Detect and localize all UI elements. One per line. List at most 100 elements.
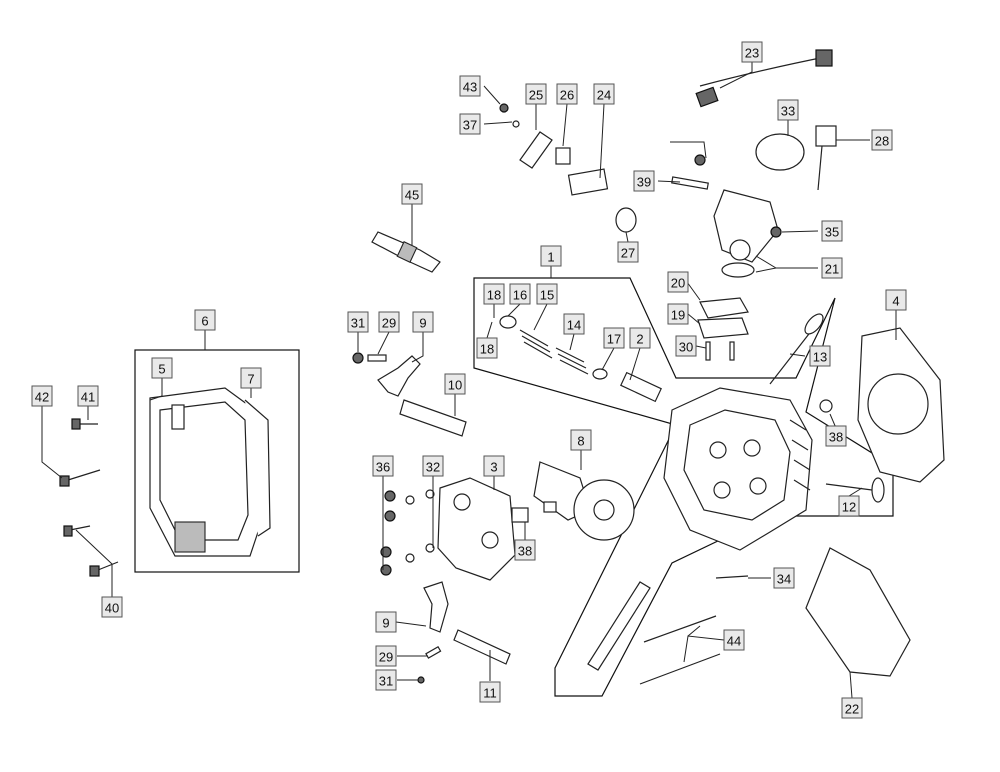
callout-number: 33 [781, 104, 795, 119]
callout-label: 31 [375, 669, 397, 691]
callout-label: 26 [556, 83, 578, 105]
callout-number: 5 [158, 362, 165, 377]
callout-number: 20 [671, 276, 685, 291]
cylinder-head-cover-part [149, 387, 271, 557]
rocker-arm-lower-parts [417, 581, 511, 684]
callout-label: 17 [603, 327, 625, 349]
callout-number: 40 [105, 601, 119, 616]
rocker-arm-upper-parts [352, 352, 467, 437]
callout-label: 40 [101, 596, 123, 618]
callout-number: 29 [379, 650, 393, 665]
callout-label: 6 [194, 309, 216, 331]
camshaft-part [511, 461, 635, 541]
callout-number: 12 [842, 500, 856, 515]
callout-number: 31 [351, 316, 365, 331]
bolt-parts-left [59, 418, 119, 577]
callout-label: 41 [77, 385, 99, 407]
callout-label: 25 [525, 83, 547, 105]
callout-number: 14 [567, 318, 581, 333]
callout-number: 19 [671, 308, 685, 323]
callout-label: 28 [871, 129, 893, 151]
callout-label: 2 [629, 327, 651, 349]
callout-number: 31 [379, 674, 393, 689]
callout-number: 9 [419, 316, 426, 331]
callout-label: 19 [667, 303, 689, 325]
callout-number: 35 [825, 225, 839, 240]
callout-label: 39 [633, 170, 655, 192]
callout-label: 1 [540, 245, 562, 267]
callout-number: 10 [448, 378, 462, 393]
callout-number: 24 [597, 88, 611, 103]
callout-label: 34 [773, 567, 795, 589]
cylinder-head-cover-frame [134, 349, 300, 573]
callout-label: 8 [570, 429, 592, 451]
callout-number: 36 [376, 460, 390, 475]
callout-label: 18 [476, 337, 498, 359]
callout-label: 38 [514, 539, 536, 561]
cylinder-head-part [663, 387, 813, 551]
callout-label: 33 [777, 99, 799, 121]
callout-number: 15 [540, 288, 554, 303]
callout-label: 9 [375, 611, 397, 633]
callout-number: 39 [637, 175, 651, 190]
callout-number: 25 [529, 88, 543, 103]
callout-number: 38 [829, 430, 843, 445]
misc-small-parts [587, 341, 833, 685]
callout-number: 38 [518, 544, 532, 559]
callout-number: 17 [607, 332, 621, 347]
cylinder-head-group-frame [473, 277, 894, 697]
callout-number: 43 [463, 80, 477, 95]
callout-number: 28 [875, 134, 889, 149]
callout-number: 21 [825, 262, 839, 277]
callout-label: 43 [459, 75, 481, 97]
camshaft-holder-part [380, 477, 516, 581]
callout-number: 18 [480, 342, 494, 357]
callout-label: 18 [483, 283, 505, 305]
callout-label: 45 [401, 183, 423, 205]
callout-number: 3 [490, 460, 497, 475]
callout-number: 37 [463, 118, 477, 133]
callout-label: 11 [479, 681, 501, 703]
callout-number: 4 [892, 294, 899, 309]
callout-label: 3 [483, 455, 505, 477]
callout-label: 7 [240, 367, 262, 389]
callout-label: 13 [809, 345, 831, 367]
spark-plug-part [371, 231, 441, 273]
callout-number: 1 [547, 250, 554, 265]
callout-label: 20 [667, 271, 689, 293]
callout-number: 41 [81, 390, 95, 405]
callout-number: 45 [405, 188, 419, 203]
leader-lines [41, 62, 897, 699]
callout-label: 38 [825, 425, 847, 447]
callout-number: 22 [845, 702, 859, 717]
callout-number: 30 [679, 340, 693, 355]
callout-label: 44 [723, 629, 745, 651]
callout-label: 5 [151, 357, 173, 379]
callout-number: 23 [745, 46, 759, 61]
callout-number: 27 [621, 246, 635, 261]
callout-label: 12 [838, 495, 860, 517]
callout-number: 13 [813, 350, 827, 365]
callout-number: 8 [577, 434, 584, 449]
callout-label: 15 [536, 283, 558, 305]
callout-number: 7 [247, 372, 254, 387]
callout-number: 42 [35, 390, 49, 405]
callout-label: 9 [412, 311, 434, 333]
callout-label: 36 [372, 455, 394, 477]
callout-number: 29 [382, 316, 396, 331]
callout-label: 27 [617, 241, 639, 263]
callout-label: 31 [347, 311, 369, 333]
callout-label: 32 [422, 455, 444, 477]
callout-label: 29 [375, 645, 397, 667]
callout-number: 34 [777, 572, 791, 587]
valve-spring-parts [499, 315, 662, 403]
callout-label: 29 [378, 311, 400, 333]
callout-label: 23 [741, 41, 763, 63]
callout-label: 14 [563, 313, 585, 335]
callout-number: 2 [636, 332, 643, 347]
callout-label: 22 [841, 697, 863, 719]
callout-number: 11 [483, 686, 497, 701]
callout-label: 10 [444, 373, 466, 395]
callout-label: 37 [459, 113, 481, 135]
valve-parts [769, 313, 885, 503]
